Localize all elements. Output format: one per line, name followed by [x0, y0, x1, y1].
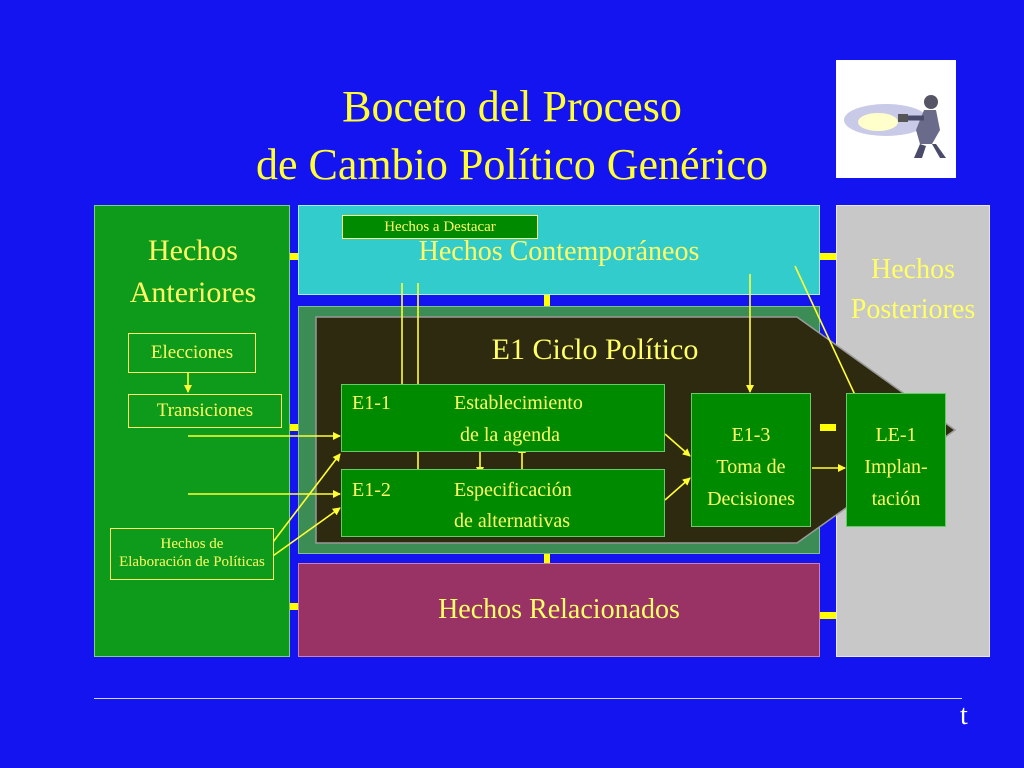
e1-3-label: E1-3 Toma de Decisiones	[691, 419, 811, 515]
e1-3-line-3: Decisiones	[707, 488, 795, 510]
le-1-line-3: tación	[871, 488, 921, 510]
slide-title: Boceto del Proceso de Cambio Político Ge…	[0, 78, 1024, 194]
footer-rule	[94, 698, 962, 699]
footer-mark: t	[960, 700, 968, 731]
elecciones-box: Elecciones	[128, 333, 256, 373]
panel-hechos-relacionados	[298, 563, 820, 657]
stage-e1-2	[341, 469, 665, 537]
le-1-label: LE-1 Implan- tación	[846, 419, 946, 515]
e1-2-code: E1-2	[352, 479, 391, 501]
stage-e1-3	[691, 393, 811, 527]
posteriores-label: Hechos Posteriores	[836, 250, 990, 330]
relacionados-label: Hechos Relacionados	[438, 594, 680, 625]
hechos-a-destacar-tag: Hechos a Destacar	[342, 215, 538, 239]
e1-1-code: E1-1	[352, 392, 391, 414]
panel-connectors	[290, 253, 836, 619]
ciclo-title: E1 Ciclo Político	[491, 333, 699, 366]
posteriores-label-line-1: Hechos	[871, 254, 955, 285]
anteriores-label: Hechos Anteriores	[108, 230, 278, 314]
elaboracion-line-1: Hechos de	[160, 536, 224, 552]
le-1-line-1: LE-1	[875, 424, 917, 446]
stage-le-1	[846, 393, 946, 527]
le-1-line-2: Implan-	[864, 456, 928, 478]
anteriores-label-line-2: Anteriores	[129, 276, 257, 309]
e1-3-line-1: E1-3	[731, 424, 771, 446]
anteriores-label-line-1: Hechos	[148, 234, 238, 267]
stage-e1-1	[341, 384, 665, 452]
transiciones-box: Transiciones	[128, 394, 282, 428]
contemporaneos-label: Hechos Contemporáneos	[418, 236, 700, 267]
person-with-flashlight-icon	[836, 60, 956, 178]
title-line-2: de Cambio Político Genérico	[256, 140, 768, 189]
e1-2-line-2: de alternativas	[454, 510, 571, 532]
posteriores-label-line-2: Posteriores	[850, 294, 976, 325]
e1-1-line-1: Establecimiento	[454, 392, 583, 414]
title-line-1: Boceto del Proceso	[342, 82, 682, 131]
e1-3-line-2: Toma de	[716, 456, 786, 478]
e1-1-line-2: de la agenda	[460, 424, 560, 446]
elaboracion-line-2: Elaboración de Políticas	[119, 554, 265, 570]
panel-hechos-anteriores	[94, 205, 290, 657]
hechos-elaboracion-box: Hechos de Elaboración de Políticas	[110, 528, 274, 580]
e1-2-line-1: Especificación	[454, 479, 572, 501]
